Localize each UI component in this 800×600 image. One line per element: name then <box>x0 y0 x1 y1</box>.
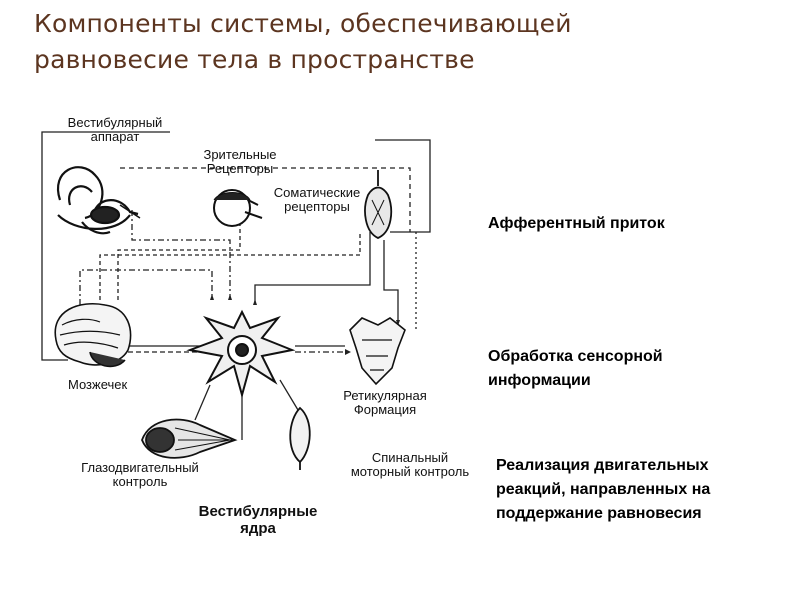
eye-icon <box>213 189 263 227</box>
label-line: Формация <box>353 402 417 417</box>
dashed-mid-2 <box>117 225 241 300</box>
side-note-line: поддержание равновесия <box>496 505 702 522</box>
label-line: ядра <box>240 520 276 537</box>
side-note-line: реакций, направленных на <box>496 481 711 498</box>
label-line: Ретикулярная <box>343 388 427 403</box>
label-line: Мозжечек <box>68 377 128 392</box>
label-line: Спинальный <box>371 450 449 465</box>
label-line: моторный контроль <box>350 464 470 479</box>
title-line-1: Компоненты системы, обеспечивающей <box>34 9 572 38</box>
vestibular-apparatus-icon <box>57 166 141 235</box>
dashed-mid-3 <box>79 269 213 305</box>
label-reticular-formation: Ретикулярная Формация <box>330 389 440 417</box>
label-visual-receptors: Зрительные Рецепторы <box>185 148 295 176</box>
label-line: Вестибулярный <box>67 115 163 130</box>
label-vestibular-nuclei: Вестибулярные ядра <box>178 503 338 537</box>
to-oculomotor <box>194 384 211 421</box>
label-line: аппарат <box>90 129 140 144</box>
side-note-afferent: Афферентный приток <box>488 212 665 236</box>
label-cerebellum: Мозжечек <box>68 378 127 392</box>
vestibular-nuclei-icon <box>186 309 296 399</box>
label-line: Глазодвигательный <box>81 460 199 475</box>
side-note-motor: Реализация двигательных реакций, направл… <box>496 454 710 526</box>
label-line: рецепторы <box>284 199 350 214</box>
side-note-line: Афферентный приток <box>488 215 665 232</box>
reticular-formation-icon <box>349 317 406 386</box>
spinal-muscle-icon <box>289 406 311 470</box>
muscle-spindle-icon <box>364 170 393 239</box>
side-note-line: Реализация двигательных <box>496 457 709 474</box>
label-vestibular-apparatus: Вестибулярный аппарат <box>50 116 180 144</box>
solid-right <box>383 240 399 320</box>
label-line: Рецепторы <box>206 161 274 176</box>
label-line: Вестибулярные <box>198 503 318 520</box>
slide-title: Компоненты системы, обеспечивающей равно… <box>34 6 572 78</box>
label-somatic-receptors: Соматические рецепторы <box>262 186 372 214</box>
label-line: Зрительные <box>203 147 277 162</box>
frame-line <box>41 131 170 361</box>
label-line: Соматические <box>273 185 361 200</box>
side-note-line: информации <box>488 372 591 389</box>
label-line: контроль <box>112 474 168 489</box>
title-line-2: равновесие тела в пространстве <box>34 45 475 74</box>
side-note-line: Обработка сенсорной <box>488 348 663 365</box>
to-spinal <box>279 379 299 411</box>
label-spinal-motor-control: Спинальный моторный контроль <box>340 451 480 479</box>
side-note-processing: Обработка сенсорной информации <box>488 345 663 393</box>
dashed-mid-4 <box>131 210 231 300</box>
cerebellum-icon <box>54 303 132 368</box>
solid-mid <box>254 232 371 305</box>
dashed-top <box>120 167 411 232</box>
oculomotor-icon <box>141 418 238 459</box>
label-oculomotor-control: Глазодвигательный контроль <box>60 461 220 489</box>
